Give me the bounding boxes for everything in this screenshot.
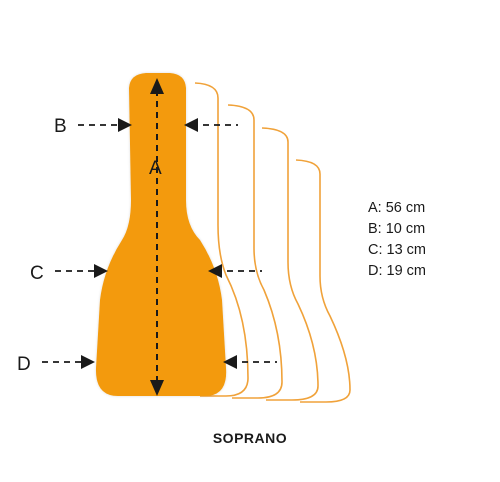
legend-item-b: B: 10 cm <box>368 221 426 237</box>
dimension-d-right-arrow <box>223 355 237 369</box>
outline-concert <box>194 82 249 397</box>
dimension-legend: A: 56 cm B: 10 cm C: 13 cm D: 19 cm <box>368 198 426 282</box>
dimension-a-top-arrow <box>150 78 164 94</box>
dimension-b-right-arrow <box>184 118 198 132</box>
dimension-d-left-arrow <box>81 355 95 369</box>
dimension-c-left-arrow <box>94 264 108 278</box>
soprano-case-body <box>95 73 227 396</box>
label-b: B <box>54 116 67 137</box>
size-caption: SOPRANO <box>212 430 288 446</box>
dimension-c-right-arrow <box>208 264 222 278</box>
dimension-a-bottom-arrow <box>150 380 164 396</box>
size-outlines <box>194 82 351 403</box>
label-d: D <box>17 354 31 375</box>
label-a: A <box>149 158 162 179</box>
outline-bass <box>295 159 351 403</box>
dimension-b-left-arrow <box>118 118 132 132</box>
outline-tenor <box>227 104 283 399</box>
legend-item-c: C: 13 cm <box>368 242 427 258</box>
outline-baritone <box>261 127 319 401</box>
legend-item-d: D: 19 cm <box>368 263 427 279</box>
label-c: C <box>30 263 44 284</box>
legend-item-a: A: 56 cm <box>368 200 426 216</box>
